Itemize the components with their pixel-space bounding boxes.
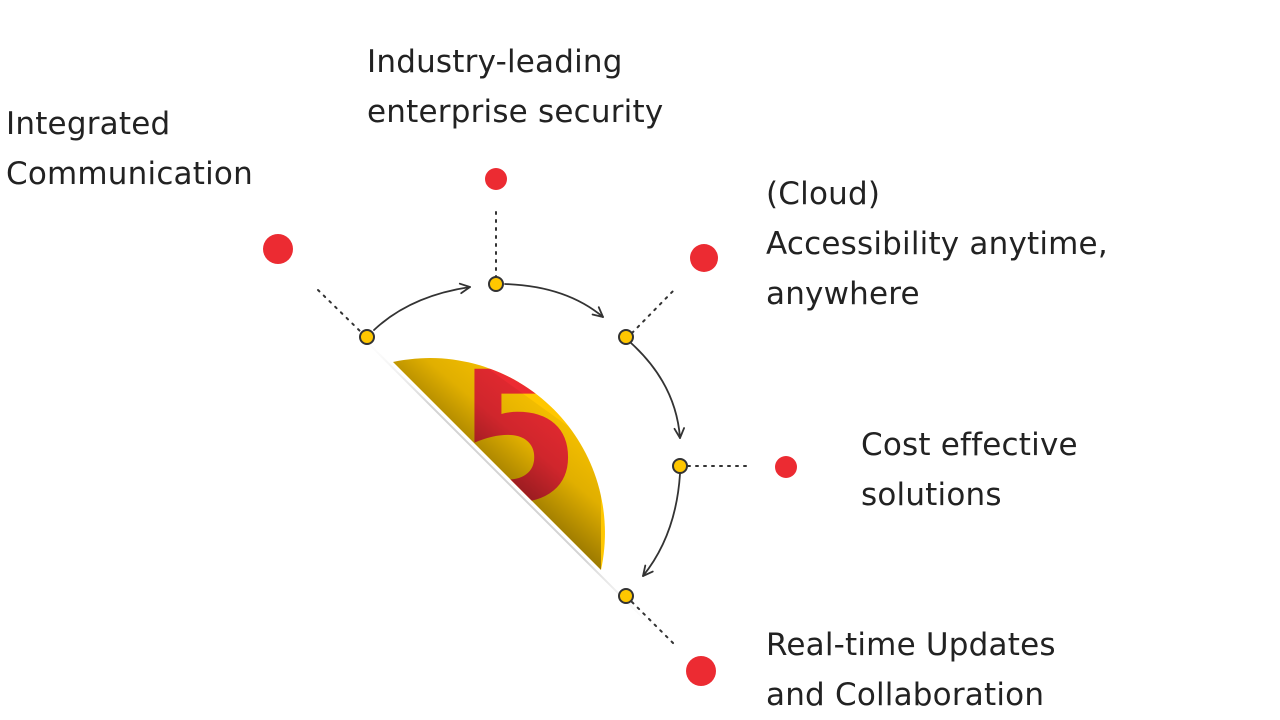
label-realtime-collaboration: Real-time Updates and Collaboration — [766, 620, 1056, 720]
endpoint-dots — [263, 168, 797, 686]
flow-arrows — [373, 282, 685, 577]
label-cost-effective: Cost effective solutions — [861, 420, 1078, 520]
node-cloud — [618, 329, 634, 345]
junction-nodes — [359, 276, 688, 604]
number-group: 5 — [393, 358, 601, 570]
label-integrated-communication: Integrated Communication — [6, 99, 253, 199]
node-integrated — [359, 329, 375, 345]
dot-cost — [775, 456, 797, 478]
arrow-integrated-to-security — [373, 282, 471, 331]
fold-shadow — [393, 358, 601, 570]
label-line: enterprise security — [367, 94, 664, 130]
connector-cloud — [631, 287, 677, 334]
dot-integrated — [263, 234, 293, 264]
label-line: and Collaboration — [766, 677, 1045, 713]
node-realtime — [618, 588, 634, 604]
label-enterprise-security: Industry-leading enterprise security — [367, 37, 663, 137]
label-line: Real-time Updates — [766, 627, 1056, 663]
dot-cloud — [690, 244, 718, 272]
label-cloud-accessibility: (Cloud) Accessibility anytime, anywhere — [766, 169, 1108, 319]
label-line: Communication — [6, 156, 253, 192]
node-cost — [672, 458, 688, 474]
label-line: Industry-leading — [367, 44, 623, 80]
label-line: Accessibility anytime, — [766, 226, 1108, 262]
arrow-cost-to-realtime — [642, 473, 681, 577]
label-line: Integrated — [6, 106, 171, 142]
dot-realtime — [686, 656, 716, 686]
arrow-cloud-to-cost — [630, 342, 685, 439]
diagonal-edge — [354, 329, 656, 631]
node-security — [488, 276, 504, 292]
label-line: solutions — [861, 477, 1002, 513]
connector-realtime — [631, 601, 677, 647]
dot-security — [485, 168, 507, 190]
connector-integrated — [317, 289, 363, 334]
label-line: anywhere — [766, 276, 920, 312]
dotted-connectors — [317, 211, 753, 647]
label-line: (Cloud) — [766, 176, 881, 212]
arrow-security-to-cloud — [504, 283, 604, 318]
label-line: Cost effective — [861, 427, 1078, 463]
